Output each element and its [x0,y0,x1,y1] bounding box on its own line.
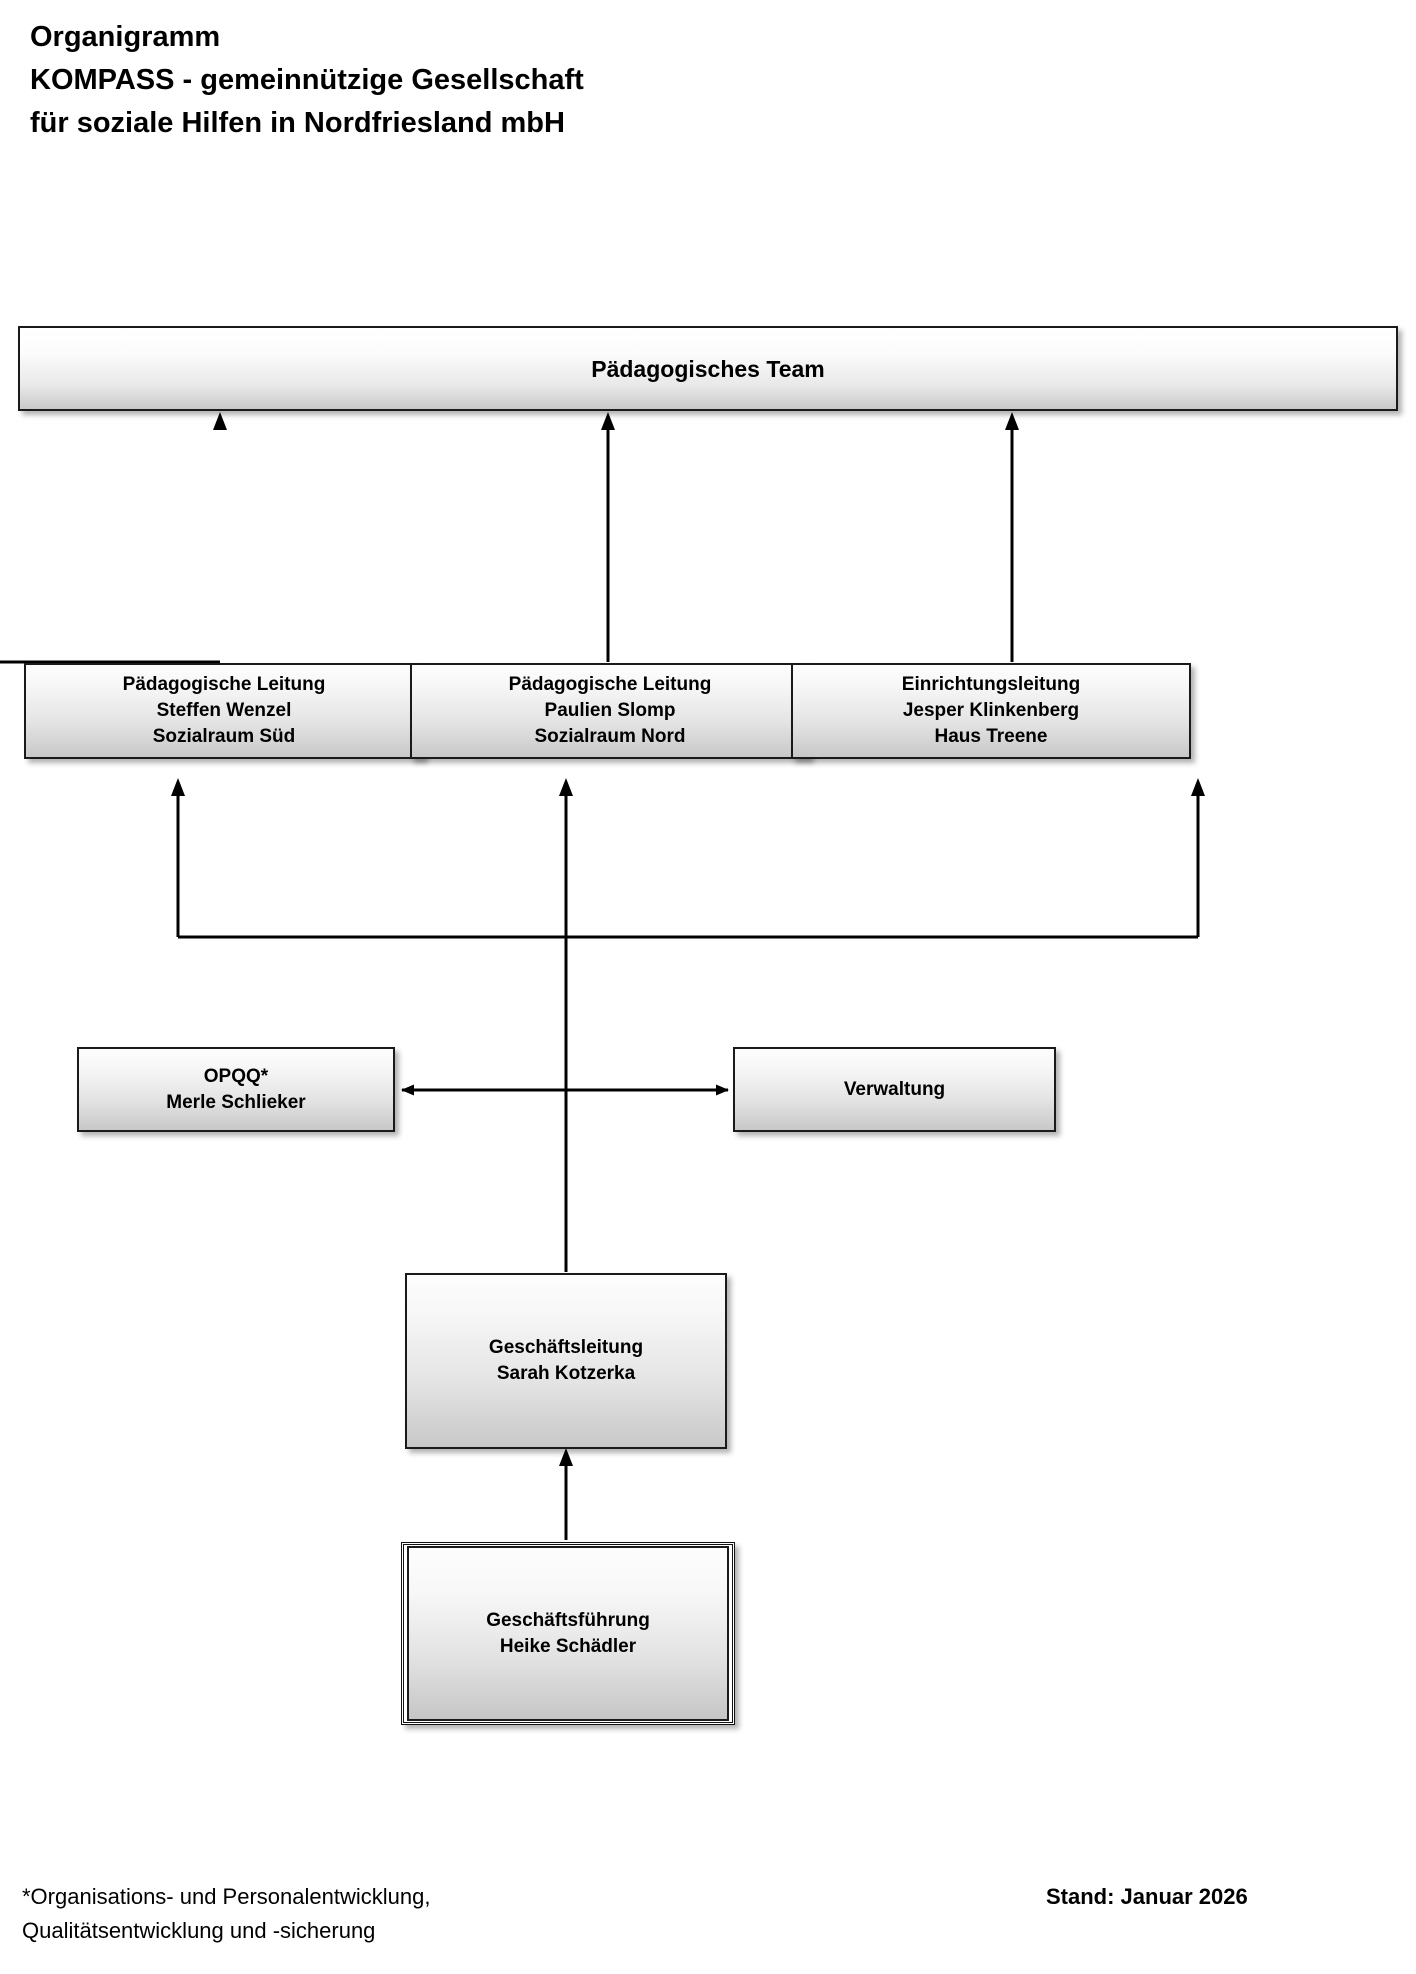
page-title: Organigramm KOMPASS - gemeinnützige Gese… [30,16,1030,145]
arrowhead-gl-nord [559,778,573,796]
node-opqq-line-1: OPQQ* [203,1065,269,1087]
node-paedagogisches-team-text: Pädagogisches Team [585,356,831,382]
node-sued-line-2: Steffen Wenzel [156,700,292,721]
footnote-line-1: *Organisations- und Personalentwicklung, [22,1884,431,1909]
node-opqq-line-2: Merle Schlieker [166,1091,306,1113]
node-geschaeftsfuehrung[interactable]: Geschäftsführung Heike Schädler [401,1542,735,1725]
node-treene-line-1: Einrichtungsleitung [901,674,1081,695]
node-gf-line-1: Geschäftsführung [486,1609,650,1631]
arrowhead-sued-team [213,412,227,430]
node-sued-line-3: Sozialraum Süd [152,726,296,747]
node-paedagogisches-team-line-1: Pädagogisches Team [591,355,825,382]
node-opqq-text: OPQQ* Merle Schlieker [160,1064,311,1116]
node-einrichtungsleitung-haus-treene[interactable]: Einrichtungsleitung Jesper Klinkenberg H… [791,663,1191,759]
node-paedagogische-leitung-nord-text: Pädagogische Leitung Paulien Slomp Sozia… [503,672,718,750]
node-nord-line-2: Paulien Slomp [544,700,676,721]
node-gl-line-1: Geschäftsleitung [488,1337,644,1358]
footnote-line-2: Qualitätsentwicklung und -sicherung [22,1918,376,1943]
stand-date: Stand: Januar 2026 [1046,1884,1248,1909]
node-verwaltung[interactable]: Verwaltung [733,1047,1056,1132]
node-geschaeftsleitung[interactable]: Geschäftsleitung Sarah Kotzerka [405,1273,727,1449]
title-line-2: KOMPASS - gemeinnützige Gesellschaft [30,64,584,96]
arrowhead-nord-team [601,412,615,430]
node-geschaeftsfuehrung-inner: Geschäftsführung Heike Schädler [407,1546,729,1721]
node-opqq[interactable]: OPQQ* Merle Schlieker [77,1047,395,1132]
node-gl-line-2: Sarah Kotzerka [496,1363,636,1384]
arrowhead-bus-treene [1191,778,1205,796]
node-paedagogische-leitung-sued[interactable]: Pädagogische Leitung Steffen Wenzel Sozi… [24,663,424,759]
node-einrichtungsleitung-text: Einrichtungsleitung Jesper Klinkenberg H… [896,672,1086,750]
arrowhead-treene-team [1005,412,1019,430]
arrowhead-gf-gl [559,1448,573,1466]
node-gf-line-2: Heike Schädler [499,1635,637,1657]
node-paedagogische-leitung-sued-text: Pädagogische Leitung Steffen Wenzel Sozi… [117,672,332,750]
arrowhead-bus-sued [171,778,185,796]
node-sued-line-1: Pädagogische Leitung [122,674,326,695]
node-nord-line-3: Sozialraum Nord [534,726,686,747]
node-treene-line-3: Haus Treene [934,726,1048,747]
node-verwaltung-text: Verwaltung [838,1077,951,1103]
title-line-3: für soziale Hilfen in Nordfriesland mbH [30,107,565,139]
title-line-1: Organigramm [30,21,221,53]
footnote: *Organisations- und Personalentwicklung,… [22,1880,742,1948]
node-treene-line-2: Jesper Klinkenberg [902,700,1080,721]
node-verwaltung-line-1: Verwaltung [843,1078,946,1100]
node-nord-line-1: Pädagogische Leitung [508,674,712,695]
node-paedagogische-leitung-nord[interactable]: Pädagogische Leitung Paulien Slomp Sozia… [410,663,810,759]
node-geschaeftsleitung-text: Geschäftsleitung Sarah Kotzerka [483,1335,649,1387]
node-paedagogisches-team[interactable]: Pädagogisches Team [18,326,1398,411]
node-geschaeftsfuehrung-text: Geschäftsführung Heike Schädler [480,1608,656,1660]
